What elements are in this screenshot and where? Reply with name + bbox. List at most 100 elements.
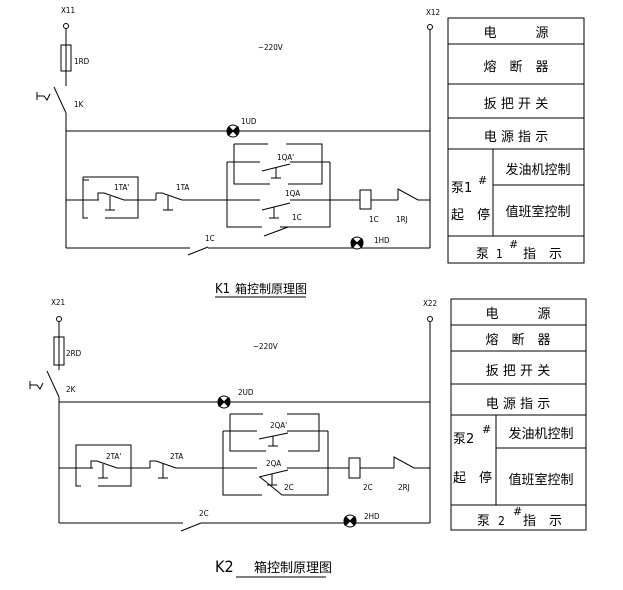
start-remote-label: 2QA': [270, 421, 287, 430]
switch-label: 2K: [66, 385, 76, 394]
legend-pump-indicator-hash: #: [509, 238, 518, 251]
legend-hash: #: [482, 423, 491, 436]
bracket: [82, 179, 89, 219]
terminal-left: [63, 23, 69, 29]
fuse-label: 2RD: [66, 349, 82, 358]
terminal-label-left: X11: [61, 6, 75, 15]
legend-fuse: 熔 断 器: [485, 333, 550, 348]
legend-duty-room-control: 值班室控制: [505, 204, 570, 220]
run-lamp-label: 2HD: [364, 512, 380, 521]
hold-contact-label: 1C: [292, 213, 302, 222]
power-lamp-icon: [226, 124, 240, 138]
switch-handle-icon: [36, 92, 51, 101]
button-plunger: [269, 207, 279, 219]
terminal-label-right: X12: [426, 8, 440, 17]
power-lamp-icon: [217, 395, 231, 409]
diagram-title: 箱控制原理图: [235, 281, 307, 296]
coil-icon: [359, 189, 372, 210]
circuit-k1: X11 1RD 1K 1UD ~220V X12: [36, 6, 585, 298]
fuse-label: 1RD: [74, 57, 90, 66]
legend-generator-control: 发油机控制: [508, 426, 573, 442]
wire: [280, 162, 331, 228]
power-lamp-label: 1UD: [241, 117, 257, 126]
terminal-right: [427, 316, 433, 322]
button-plunger: [271, 168, 281, 179]
stop-button-remote-icon: [76, 460, 131, 469]
legend-pump-indicator-b: 指 示: [523, 247, 562, 262]
legend-pump-indicator-num: 1: [496, 247, 503, 261]
legend-pump-number: 泵1: [451, 181, 472, 196]
diagram-title-prefix: K1: [215, 282, 230, 297]
legend-pump-indicator-b: 指 示: [523, 514, 562, 529]
hold-contact-icon: [263, 226, 289, 237]
voltage-label: ~220V: [258, 43, 283, 52]
terminal-label-right: X22: [423, 299, 437, 308]
circuit-k2: X21 2RD 2K 2UD ~220V X22 2TA' 2TA: [29, 298, 587, 578]
run-lamp-icon: [343, 514, 357, 528]
button-plunger: [163, 196, 173, 211]
thermal-relay-label: 1RJ: [396, 215, 408, 224]
legend-duty-room-control: 值班室控制: [508, 472, 573, 488]
button-remote-label: 1TA': [114, 183, 129, 192]
legend-switch: 扳 把 开 关: [486, 363, 550, 379]
start-remote-label: 1QA': [277, 153, 294, 162]
legend-power-indicator: 电 源 指 示: [486, 397, 550, 412]
power-lamp-label: 2UD: [238, 388, 254, 397]
coil-label: 1C: [369, 215, 379, 224]
legend-pump-indicator-a: 泵: [477, 514, 490, 529]
start-button-local-icon: [261, 202, 291, 211]
legend-pump-indicator-num: 2: [498, 514, 505, 528]
button-remote-label: 2TA': [106, 452, 121, 461]
diagram-title-prefix: K2: [215, 557, 234, 576]
terminal-right: [427, 24, 433, 30]
terminal-label-left: X21: [51, 298, 65, 307]
diagram-title: 箱控制原理图: [254, 560, 332, 576]
button-local-label: 1TA: [176, 183, 189, 192]
hold-contact-icon: [259, 476, 283, 496]
thermal-relay-label: 2RJ: [398, 483, 410, 492]
bracket: [83, 176, 139, 219]
switch-handle-icon: [29, 381, 44, 390]
switch-label: 1K: [74, 100, 84, 109]
legend-pump-number: 泵2: [453, 432, 474, 447]
legend-start-stop: 起 停: [451, 207, 490, 223]
aux-contact-label: 2C: [199, 509, 209, 518]
aux-contact-icon: [180, 522, 202, 532]
legend-switch: 扳 把 开 关: [484, 96, 548, 112]
button-plunger: [268, 436, 278, 447]
stop-button-remote-icon: [83, 192, 138, 201]
start-button-remote-icon: [261, 163, 291, 172]
voltage-label: ~220V: [253, 342, 278, 351]
button-local-label: 2TA: [170, 452, 183, 461]
stop-button-local-icon: [149, 460, 177, 469]
legend-power: 电 源: [483, 26, 548, 41]
legend-hash: #: [478, 174, 487, 187]
run-lamp-label: 1HD: [374, 236, 390, 245]
legend-pump-indicator-hash: #: [513, 505, 522, 518]
legend-table-k2: 电 源 熔 断 器 扳 把 开 关 电 源 指 示 泵2 # 起 停 发油机控制…: [450, 298, 587, 531]
coil-icon: [348, 457, 361, 479]
button-plunger: [105, 196, 115, 211]
button-plunger: [158, 464, 168, 479]
aux-contact-label: 1C: [205, 234, 215, 243]
button-plunger: [98, 464, 108, 479]
start-local-label: 1QA: [285, 189, 300, 198]
run-lamp-icon: [350, 236, 364, 250]
wire: [226, 162, 262, 228]
legend-generator-control: 发油机控制: [505, 162, 570, 178]
legend-power-indicator: 电 源 指 示: [484, 130, 548, 145]
legend-power: 电 源: [485, 307, 550, 322]
switch-icon: [46, 370, 60, 398]
start-local-label: 2QA: [266, 459, 281, 468]
legend-pump-indicator-a: 泵: [476, 247, 489, 262]
terminal-left: [56, 316, 62, 322]
stop-button-local-icon: [156, 192, 183, 201]
switch-icon: [53, 86, 67, 114]
start-button-local-icon: [258, 469, 289, 478]
legend-fuse: 熔 断 器: [483, 60, 548, 75]
aux-contact-icon: [187, 246, 209, 256]
thermal-relay-icon: [393, 456, 430, 469]
legend-table-k1: 电 源 熔 断 器 扳 把 开 关 电 源 指 示 泵1 # 起 停 发油机控制…: [447, 17, 585, 264]
legend-start-stop: 起 停: [453, 470, 492, 486]
